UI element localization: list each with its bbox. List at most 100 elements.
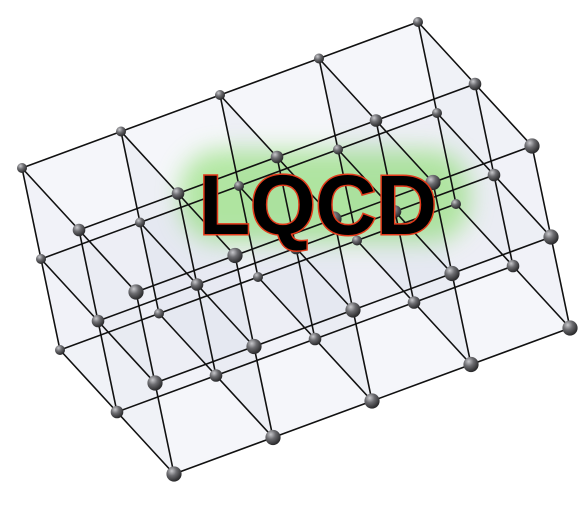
- logo-text: LQCD: [199, 158, 437, 252]
- lattice-edge: [120, 94, 221, 133]
- lattice-edge: [40, 258, 99, 322]
- lattice-edge: [394, 210, 415, 304]
- lattice-node: [388, 205, 402, 218]
- lattice-edge: [413, 301, 472, 366]
- lattice-edge: [177, 156, 278, 195]
- lattice-node: [215, 90, 225, 100]
- lattice-edge: [451, 272, 472, 366]
- lattice-node: [128, 284, 144, 300]
- lattice-node: [234, 181, 244, 191]
- lattice-edge: [135, 291, 156, 384]
- lattice-node: [135, 217, 145, 228]
- lattice-node: [308, 332, 322, 346]
- lattice-node: [562, 320, 578, 336]
- lattice-node: [425, 174, 441, 191]
- lattice-node: [166, 466, 182, 482]
- lattice-edge: [394, 174, 495, 213]
- lattice-edge: [78, 229, 99, 322]
- lattice-node: [190, 278, 204, 291]
- lattice-edge: [417, 21, 476, 85]
- lattice-edge: [40, 221, 141, 260]
- lattice-edge: [314, 301, 415, 340]
- lattice-node: [487, 168, 501, 182]
- lattice-node: [407, 296, 421, 309]
- lattice-edge: [356, 239, 415, 304]
- lattice-edge: [234, 254, 255, 348]
- lattice-edge: [314, 338, 373, 402]
- lattice-edges: [21, 21, 571, 475]
- lattice-node: [451, 199, 461, 209]
- lattice-edge: [337, 148, 358, 242]
- lattice-edge: [451, 236, 552, 275]
- lattice-edge: [177, 192, 236, 257]
- lattice-node: [369, 114, 383, 127]
- lattice-edge: [238, 185, 297, 249]
- lattice-edge: [276, 156, 297, 249]
- lattice-node: [524, 138, 540, 154]
- lattice-edge: [356, 203, 457, 242]
- lattice-edge: [97, 283, 198, 322]
- lattice-edge: [375, 119, 396, 213]
- lattice-edge: [337, 148, 396, 213]
- lattice-node: [333, 144, 343, 155]
- lattice-edge: [59, 312, 160, 351]
- lattice-edge: [295, 247, 354, 311]
- lattice-node: [289, 241, 303, 255]
- lattice-node: [463, 356, 479, 373]
- lattice-node: [209, 369, 223, 382]
- lattice-node: [154, 308, 164, 319]
- lattice-node: [55, 345, 65, 355]
- lattice-node: [17, 163, 27, 173]
- lattice-edge: [253, 345, 274, 439]
- lattice-node: [91, 314, 105, 328]
- lattice-node: [147, 375, 163, 391]
- lattice-edge: [474, 83, 533, 147]
- lattice-edge: [474, 83, 495, 176]
- lattice-edge: [40, 258, 61, 351]
- lattice-node: [36, 254, 46, 264]
- lattice-edge: [215, 374, 274, 439]
- lattice-edge: [318, 57, 339, 151]
- lattice-nodes: [17, 17, 578, 482]
- lattice-edge: [219, 94, 278, 158]
- lattice-edge: [371, 363, 472, 402]
- lattice-node: [345, 302, 361, 318]
- lattice-edge: [257, 239, 358, 278]
- lattice-edge: [432, 181, 453, 275]
- lattice-node: [468, 77, 482, 91]
- lattice-edge: [154, 382, 175, 475]
- lattice-edge: [215, 338, 316, 377]
- lattice-edge: [219, 94, 240, 187]
- lattice-node: [364, 393, 380, 409]
- lattice-node: [227, 247, 243, 264]
- lattice-edge: [512, 265, 571, 329]
- lattice-edge: [120, 130, 141, 224]
- logo-glow: [180, 150, 470, 242]
- lattice-edge: [417, 21, 438, 114]
- lattice-edge: [97, 320, 118, 413]
- lattice-node: [326, 211, 342, 227]
- lattice-edge: [97, 320, 156, 384]
- lattice-node: [265, 429, 281, 446]
- lattice-node: [270, 150, 284, 164]
- lattice-edge: [337, 112, 438, 151]
- lattice-edge: [139, 221, 160, 315]
- lattice-edge: [238, 185, 259, 278]
- lattice-edge: [173, 436, 274, 475]
- lattice-edge: [21, 167, 42, 260]
- lattice-edge: [295, 247, 316, 340]
- lattice-edge: [375, 119, 434, 184]
- lattice-node: [110, 405, 124, 419]
- lattice-edge: [276, 156, 335, 220]
- lattice-edge: [116, 411, 175, 475]
- lattice-edge: [276, 119, 377, 158]
- lattice-node: [543, 229, 559, 245]
- lattice-edge: [333, 218, 354, 311]
- lattice-edge: [154, 345, 255, 384]
- lattice-node: [246, 338, 262, 355]
- lattice-edge: [177, 192, 198, 286]
- lattice-edge: [21, 167, 80, 231]
- lattice-edge: [196, 247, 297, 286]
- lattice-node: [171, 187, 185, 200]
- lattice-node: [72, 223, 86, 237]
